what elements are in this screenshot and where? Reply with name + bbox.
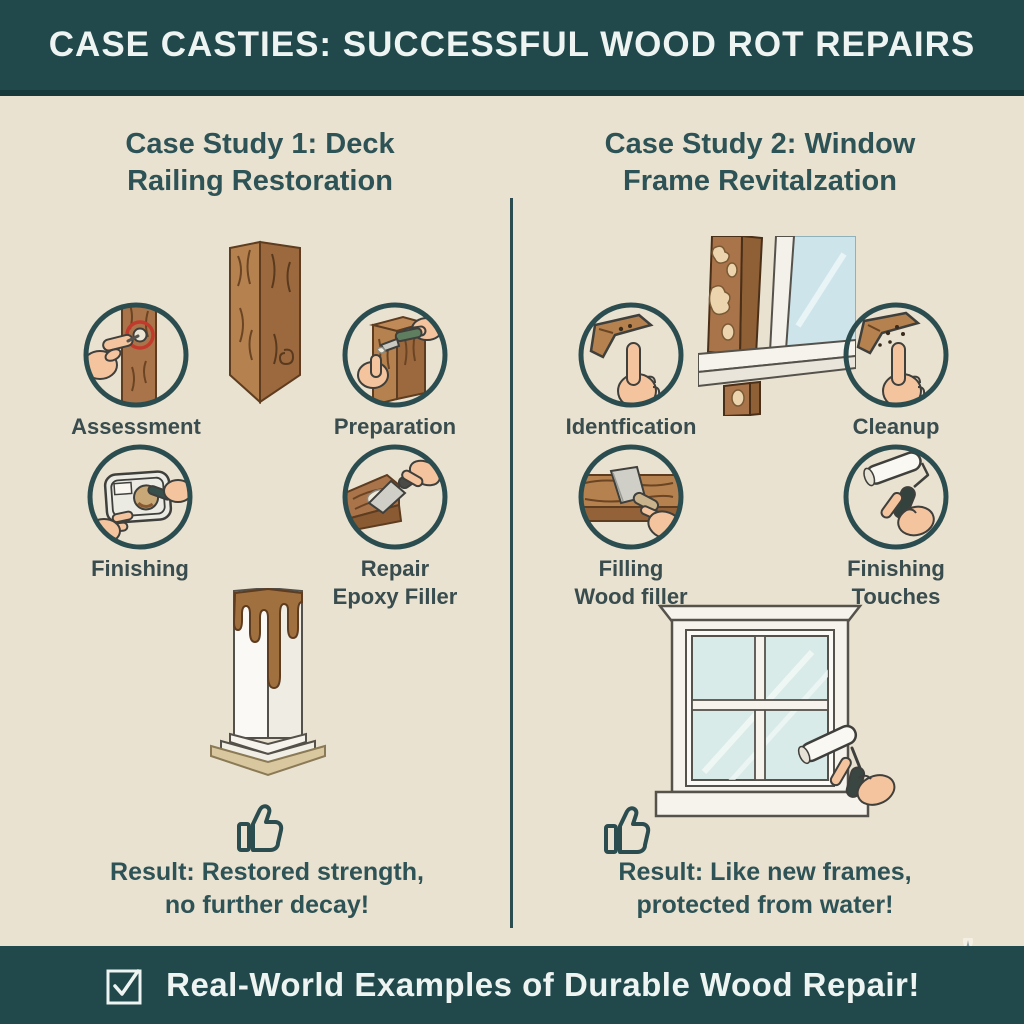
restored-window-illustration xyxy=(654,604,896,818)
step-filling: Filling Wood filler xyxy=(521,441,741,610)
thumbs-up-icon xyxy=(237,804,284,852)
pointing-finger-debris-icon xyxy=(843,302,949,408)
step-preparation: Preparation xyxy=(285,299,505,441)
header-banner: CASE CASTIES: SUCCESSFUL WOOD ROT REPAIR… xyxy=(0,0,1024,96)
step-cleanup: Cleanup xyxy=(786,299,1006,441)
putty-knife-icon xyxy=(342,444,448,550)
page-title: CASE CASTIES: SUCCESSFUL WOOD ROT REPAIR… xyxy=(48,25,976,64)
case-study-2-result: Result: Like new frames, protected from … xyxy=(618,858,912,919)
step-label: Finishing xyxy=(91,556,189,581)
footer-banner: Real-World Examples of Durable Wood Repa… xyxy=(0,946,1024,1024)
step-label: Finishing Touches xyxy=(847,556,945,609)
footer-tagline: Real-World Examples of Durable Wood Repa… xyxy=(166,966,920,1003)
chisel-hands-icon xyxy=(342,302,448,408)
step-label: Preparation xyxy=(333,414,457,439)
step-label: Assessment xyxy=(71,414,201,439)
step-label: Repair Epoxy Filler xyxy=(332,556,458,609)
step-assessment: Assessment xyxy=(26,299,246,441)
step-label: Filling Wood filler xyxy=(574,556,688,609)
step-label: Cleanup xyxy=(852,414,940,439)
column-divider xyxy=(510,198,513,928)
epoxy-mixing-tray-icon xyxy=(87,444,193,550)
damaged-window-corner-illustration xyxy=(698,236,856,416)
wood-filler-knife-icon xyxy=(578,444,684,550)
case-study-2-title: Case Study 2: Window Frame Revitalzation xyxy=(604,128,916,198)
case-study-1-result: Result: Restored strength, no further de… xyxy=(110,858,424,919)
step-finishing-touches: Finishing Touches xyxy=(786,441,1006,610)
paint-roller-icon xyxy=(843,444,949,550)
thumbs-up-icon xyxy=(604,806,651,854)
pointing-finger-damage-icon xyxy=(578,302,684,408)
step-label: Identfication xyxy=(565,414,697,439)
checked-checkbox-icon xyxy=(106,969,142,1005)
restored-post-illustration xyxy=(210,588,326,777)
probe-inspection-icon xyxy=(83,302,189,408)
damaged-deck-post-illustration xyxy=(229,240,301,404)
step-finishing: Finishing xyxy=(30,441,250,583)
step-repair-epoxy-filler: Repair Epoxy Filler xyxy=(285,441,505,610)
case-study-1-title: Case Study 1: Deck Railing Restoration xyxy=(125,128,395,198)
step-identfication: Identfication xyxy=(521,299,741,441)
